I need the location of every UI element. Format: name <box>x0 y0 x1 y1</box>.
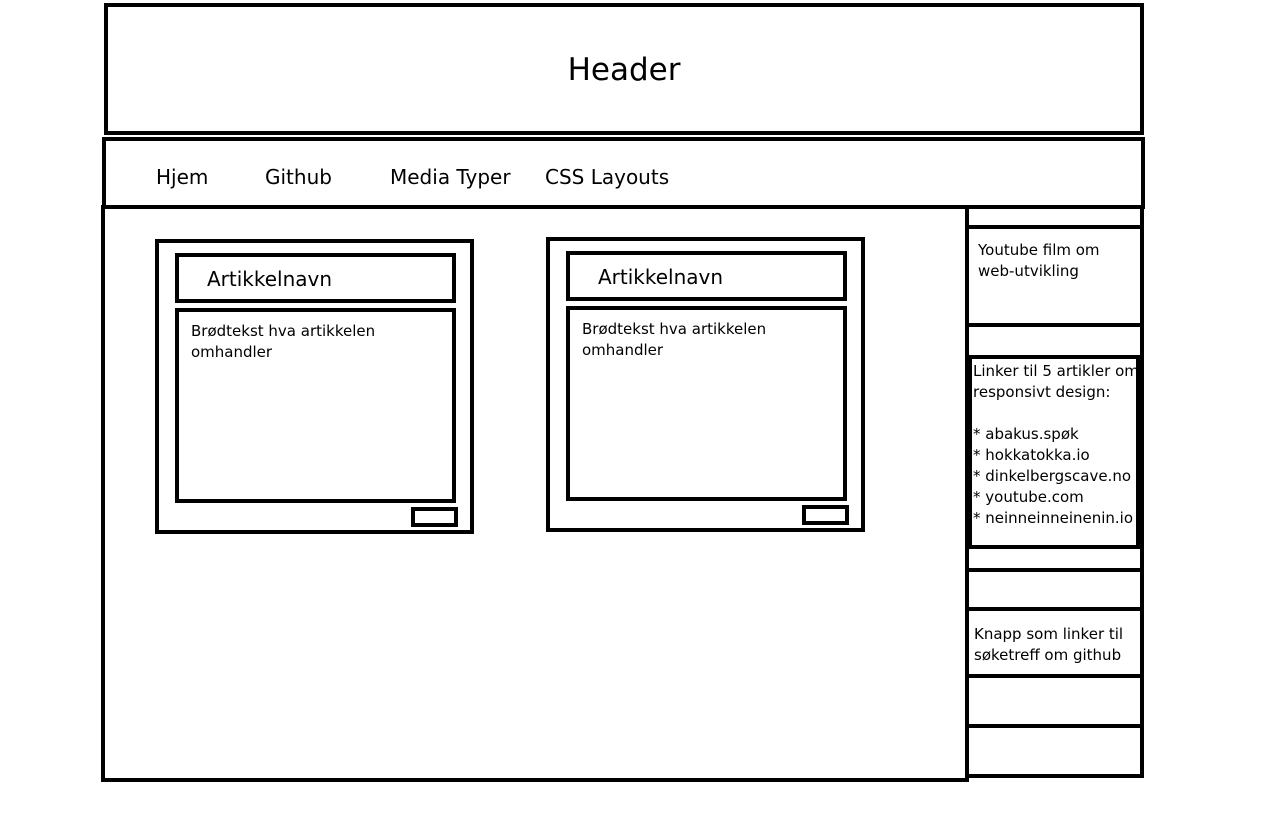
nav-item-github[interactable]: Github <box>265 165 332 189</box>
sidebar-divider <box>965 674 1144 678</box>
link-list: * abakus.spøk * hokkatokka.io * dinkelbe… <box>973 424 1139 529</box>
nav-item-media-typer[interactable]: Media Typer <box>390 165 511 189</box>
nav-item-css-layouts[interactable]: CSS Layouts <box>545 165 670 189</box>
github-search-button[interactable]: Knapp som linker til søketreff om github <box>974 625 1124 664</box>
links-heading: Linker til 5 artikler om responsivt desi… <box>973 362 1139 401</box>
article-title: Artikkelnavn <box>566 251 847 301</box>
article-title: Artikkelnavn <box>175 253 456 303</box>
sidebar-divider <box>965 607 1144 611</box>
sidebar-divider <box>965 724 1144 728</box>
link-neinneinneinenin[interactable]: * neinneinneinenin.io <box>973 509 1134 527</box>
sidebar-divider <box>965 225 1144 229</box>
nav-bar: Hjem Github Media Typer CSS Layouts <box>102 137 1145 209</box>
link-dinkelbergscave[interactable]: * dinkelbergscave.no <box>973 467 1131 485</box>
read-more-button[interactable] <box>411 507 458 527</box>
links-box-border <box>968 357 1140 547</box>
article-body: Brødtekst hva artikkelen omhandler <box>175 308 456 503</box>
read-more-button[interactable] <box>802 505 849 525</box>
sidebar-divider <box>965 545 1144 549</box>
sidebar-divider <box>965 323 1144 327</box>
page-header: Header <box>104 3 1144 135</box>
youtube-video[interactable]: Youtube film om web-utvikling <box>978 241 1100 280</box>
link-hokkatokka[interactable]: * hokkatokka.io <box>973 446 1090 464</box>
nav-item-hjem[interactable]: Hjem <box>156 165 209 189</box>
sidebar-divider <box>965 568 1144 572</box>
responsive-links-section: Linker til 5 artikler om responsivt desi… <box>973 361 1139 529</box>
article-card: Artikkelnavn Brødtekst hva artikkelen om… <box>546 237 865 532</box>
sidebar-divider <box>965 355 1144 359</box>
article-card: Artikkelnavn Brødtekst hva artikkelen om… <box>155 239 474 534</box>
header-title: Header <box>567 52 681 88</box>
link-abakus[interactable]: * abakus.spøk <box>973 425 1079 443</box>
article-body: Brødtekst hva artikkelen omhandler <box>566 306 847 501</box>
sidebar <box>965 205 1144 778</box>
link-youtube[interactable]: * youtube.com <box>973 488 1084 506</box>
